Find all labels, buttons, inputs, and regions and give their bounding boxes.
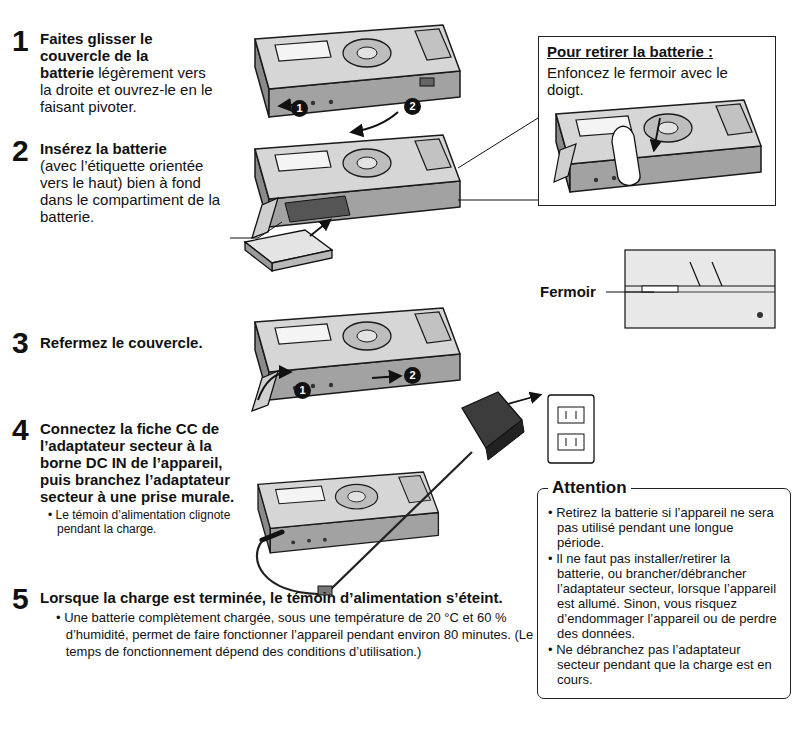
camera-step3	[252, 308, 460, 411]
camera-step2-part	[255, 135, 460, 227]
step-text: Faites glisser le couvercle de la batter…	[40, 30, 218, 115]
step-text: Insérez la batterie(avec l’étiquette ori…	[40, 140, 226, 225]
camera-step1-part	[255, 25, 460, 117]
callout-number: 1	[294, 382, 311, 399]
attention-item: • Il ne faut pas installer/retirer la ba…	[548, 551, 780, 641]
latch-zoom-part	[757, 312, 763, 318]
camera-step2-part	[458, 118, 538, 168]
camera-step3-part	[372, 376, 400, 378]
camera-charging-part	[558, 407, 584, 423]
camera-step1	[255, 25, 460, 132]
camera-charging-part	[548, 395, 594, 463]
step-heading: Refermez le couvercle.	[40, 334, 250, 351]
camera-charging	[257, 392, 594, 595]
camera-step2-part	[252, 198, 278, 238]
camera-removal-part	[612, 126, 640, 185]
camera-charging-part	[257, 452, 472, 594]
camera-step2	[230, 118, 538, 271]
camera-removal-part-part	[556, 100, 761, 192]
latch-zoom	[606, 250, 775, 328]
latch-zoom-part	[625, 250, 775, 328]
step-number: 4	[12, 415, 29, 445]
camera-step3-part	[258, 372, 290, 400]
latch-zoom-part	[712, 262, 722, 286]
camera-step2-part	[458, 200, 538, 201]
step-text: Fermoir	[540, 283, 610, 300]
step-heading: Fermoir	[540, 283, 610, 300]
box-heading: Pour retirer la batterie :	[547, 43, 767, 61]
camera-step2-part	[272, 250, 332, 271]
camera-charging-part	[566, 438, 567, 446]
removal-box: Pour retirer la batterie : Enfoncez le fe…	[538, 36, 776, 206]
camera-step2-part	[310, 220, 330, 236]
attention-item: • Retirez la batterie si l’appareil ne s…	[548, 505, 780, 550]
step-number: 3	[12, 328, 29, 358]
attention-heading: Attention	[548, 478, 631, 498]
camera-charging-part	[576, 411, 577, 419]
camera-step2-part	[245, 242, 272, 271]
camera-charging-part	[486, 420, 524, 460]
callout-number: 2	[404, 367, 421, 384]
step-number: 1	[12, 26, 29, 56]
latch-zoom-part	[690, 262, 700, 286]
camera-step3-part	[255, 308, 460, 400]
step-heading: Connectez la fiche CC de l’adaptateur se…	[40, 420, 248, 505]
callout-number: 1	[291, 100, 308, 117]
camera-charging-part	[508, 395, 540, 404]
camera-step1-part	[420, 78, 434, 86]
latch-zoom-part	[606, 291, 654, 292]
step-text: Lorsque la charge est terminée, le témoi…	[40, 589, 532, 606]
step-text: Refermez le couvercle.	[40, 334, 250, 351]
bullet-note: • Une batterie complètement chargée, sou…	[56, 609, 542, 660]
camera-step2-part	[285, 196, 350, 222]
box-text: Enfoncez le fermoir avec le doigt.	[547, 64, 767, 98]
camera-charging-part	[566, 411, 567, 419]
camera-step1-part	[352, 112, 398, 132]
bullet-note: • Le témoin d’alimentation clignote pend…	[48, 508, 253, 536]
camera-charging-part	[576, 438, 577, 446]
step-body: (avec l’étiquette orientée vers le haut)…	[40, 157, 226, 225]
latch-zoom-part	[642, 286, 678, 292]
step-number: 2	[12, 136, 29, 166]
camera-removal	[554, 100, 761, 192]
camera-removal-part	[556, 100, 761, 192]
camera-charging-part	[262, 532, 282, 540]
callout-number: 2	[404, 98, 421, 115]
attention-box: Attention• Retirez la batterie si l’appa…	[537, 488, 791, 699]
camera-step2-part	[230, 222, 282, 238]
camera-removal-part	[654, 118, 660, 150]
step-heading: Insérez la batterie	[40, 140, 226, 157]
camera-removal-part	[554, 144, 576, 182]
step-heading: Lorsque la charge est terminée, le témoi…	[40, 589, 532, 606]
attention-item: • Ne débranchez pas l’adaptateur secteur…	[548, 642, 780, 687]
camera-charging-part	[558, 434, 584, 450]
step-number: 5	[12, 584, 29, 614]
step-text: Connectez la fiche CC de l’adaptateur se…	[40, 420, 248, 505]
